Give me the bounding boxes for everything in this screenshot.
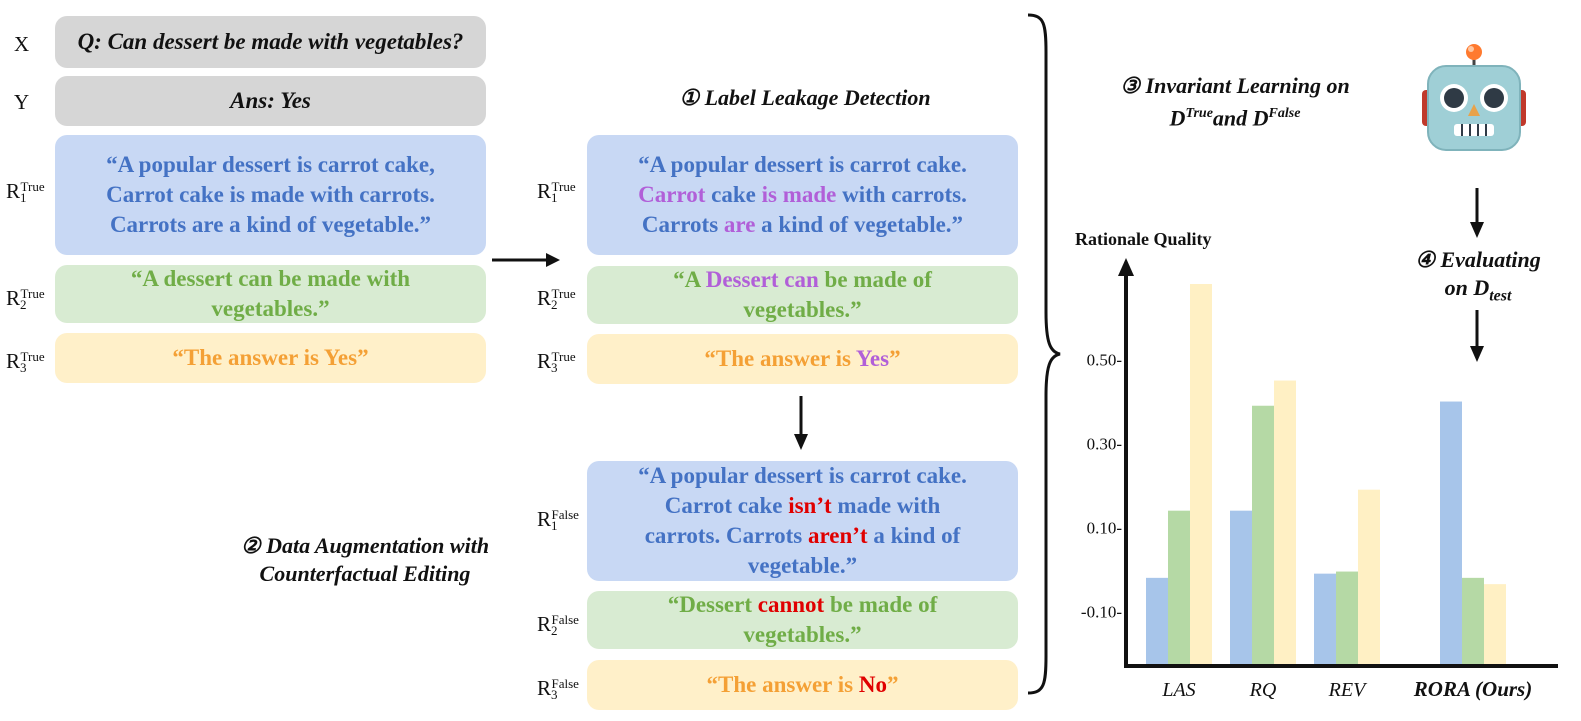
leakage-rationale-1-box: “A popular dessert is carrot cake. Carro… [587, 135, 1018, 255]
counterfactual-rationale-1-box: “A popular dessert is carrot cake. Carro… [587, 461, 1018, 581]
chart-bar [1462, 577, 1484, 664]
r2-false-label: R2False [537, 612, 579, 638]
chart-bar [1168, 510, 1190, 664]
rationale-3-true-box: “The answer is Yes” [55, 333, 486, 383]
leaked-word: is made [761, 182, 837, 207]
leaked-word: Yes [855, 346, 890, 371]
x-tick-label: RQ [1249, 679, 1277, 701]
edited-word: cannot [757, 592, 825, 617]
chart-bar [1146, 577, 1168, 664]
x-tick-label: LAS [1161, 679, 1195, 701]
label-leakage-title: ① Label Leakage Detection [679, 85, 931, 110]
r2-true-label-left: R2True [6, 286, 45, 312]
counterfactual-rationale-2-box: “Dessert cannot be made of vegetables.” [587, 591, 1018, 649]
chart-bar [1440, 401, 1462, 664]
chart-bar [1336, 571, 1358, 664]
chart-bar [1190, 284, 1212, 664]
answer-label: Y [14, 90, 30, 114]
r2-true-label-mid: R2True [537, 286, 576, 312]
chart-bar [1484, 584, 1506, 664]
leakage-rationale-3-box: “The answer is Yes” [587, 334, 1018, 384]
chart-bar [1314, 573, 1336, 664]
right-arrow-icon [492, 253, 560, 267]
chart-bar [1358, 489, 1380, 664]
r1-false-label: R1False [537, 507, 579, 533]
chart-bar [1274, 380, 1296, 664]
down-arrow-icon [1470, 188, 1484, 238]
curly-brace [1027, 13, 1061, 695]
chart-bar [1252, 405, 1274, 664]
rationale-2-true-box: “A dessert can be made with vegetables.” [55, 265, 486, 323]
leaked-word: are [723, 212, 756, 237]
y-tick-label: 0.10- [1087, 518, 1123, 537]
y-tick-label: 0.30- [1087, 435, 1123, 454]
counterfactual-rationale-3-box: “The answer is No” [587, 660, 1018, 710]
x-tick-label: REV [1328, 679, 1368, 701]
edited-word: No [858, 672, 887, 697]
r1-true-label-mid: R1True [537, 179, 576, 205]
r3-true-label-mid: R3True [537, 349, 576, 375]
edited-word: isn’t [788, 493, 832, 518]
r1-true-label-left: R1True [6, 179, 45, 205]
rationale-1-true-box: “A popular dessert is carrot cake, Carro… [55, 135, 486, 255]
chart-bar [1230, 510, 1252, 664]
chart-ylabel: Rationale Quality [1075, 229, 1212, 249]
evaluating-title: ④ Evaluating on Dtest [1415, 247, 1541, 305]
question-box: Q: Can dessert be made with vegetables? [55, 16, 486, 68]
rationale-quality-chart: 0.50- 0.30- 0.10- -0.10- LAS RQ REV RORA (Ours) [1081, 258, 1558, 701]
data-augmentation-title: ② Data Augmentation with Counterfactual … [240, 533, 490, 586]
invariant-learning-title: ③ Invariant Learning on DTrueand DFalse [1120, 73, 1350, 131]
r3-false-label: R3False [537, 676, 579, 702]
answer-box: Ans: Yes [55, 76, 486, 126]
leaked-word: Carrot [638, 182, 706, 207]
y-axis-arrow-icon [1118, 258, 1134, 276]
down-arrow-icon [794, 396, 808, 450]
y-tick-label: 0.50- [1087, 351, 1123, 370]
leakage-rationale-2-box: “A Dessert can be made of vegetables.” [587, 266, 1018, 324]
question-label: X [14, 32, 30, 56]
robot-icon [1422, 44, 1526, 151]
x-tick-label: RORA (Ours) [1413, 677, 1532, 701]
leaked-word: Dessert can [705, 267, 819, 292]
edited-word: aren’t [807, 523, 868, 548]
r3-true-label-left: R3True [6, 349, 45, 375]
down-arrow-icon [1470, 310, 1484, 362]
y-tick-label: -0.10- [1081, 602, 1122, 621]
